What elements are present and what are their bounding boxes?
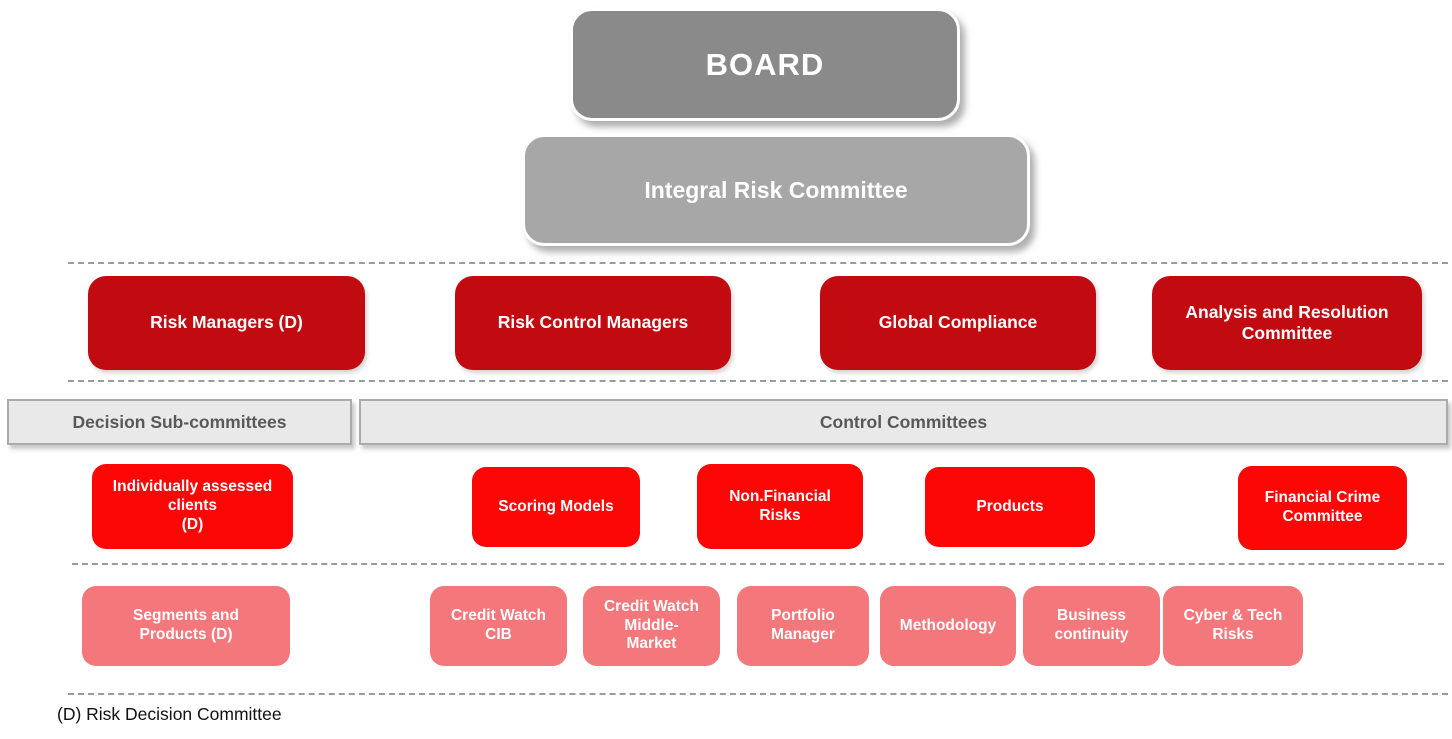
node-scoring-models: Scoring Models: [472, 467, 640, 547]
node-credit-watch-middle-market: Credit Watch Middle- Market: [583, 586, 720, 666]
node-methodology: Methodology: [880, 586, 1016, 666]
dashed-separator: [68, 380, 1448, 382]
node-segments-and-products: Segments and Products (D): [82, 586, 290, 666]
dashed-separator: [68, 693, 1448, 695]
node-risk-managers: Risk Managers (D): [88, 276, 365, 370]
node-integral-risk-committee: Integral Risk Committee: [522, 134, 1030, 246]
dashed-separator: [72, 563, 1444, 565]
node-global-compliance: Global Compliance: [820, 276, 1096, 370]
footnote-risk-decision-committee: (D) Risk Decision Committee: [57, 704, 282, 724]
node-analysis-and-resolution-committee: Analysis and Resolution Committee: [1152, 276, 1422, 370]
node-individually-assessed-clients: Individually assessed clients (D): [92, 464, 293, 549]
node-portfolio-manager: Portfolio Manager: [737, 586, 869, 666]
section-bar-control-committees: Control Committees: [359, 399, 1448, 445]
section-bar-decision-sub-committees: Decision Sub-committees: [7, 399, 352, 445]
node-cyber-and-tech-risks: Cyber & Tech Risks: [1163, 586, 1303, 666]
node-non-financial-risks: Non.Financial Risks: [697, 464, 863, 549]
node-credit-watch-cib: Credit Watch CIB: [430, 586, 567, 666]
node-business-continuity: Business continuity: [1023, 586, 1160, 666]
dashed-separator: [68, 262, 1448, 264]
node-financial-crime-committee: Financial Crime Committee: [1238, 466, 1407, 550]
node-risk-control-managers: Risk Control Managers: [455, 276, 731, 370]
node-products: Products: [925, 467, 1095, 547]
node-board: BOARD: [570, 8, 960, 121]
